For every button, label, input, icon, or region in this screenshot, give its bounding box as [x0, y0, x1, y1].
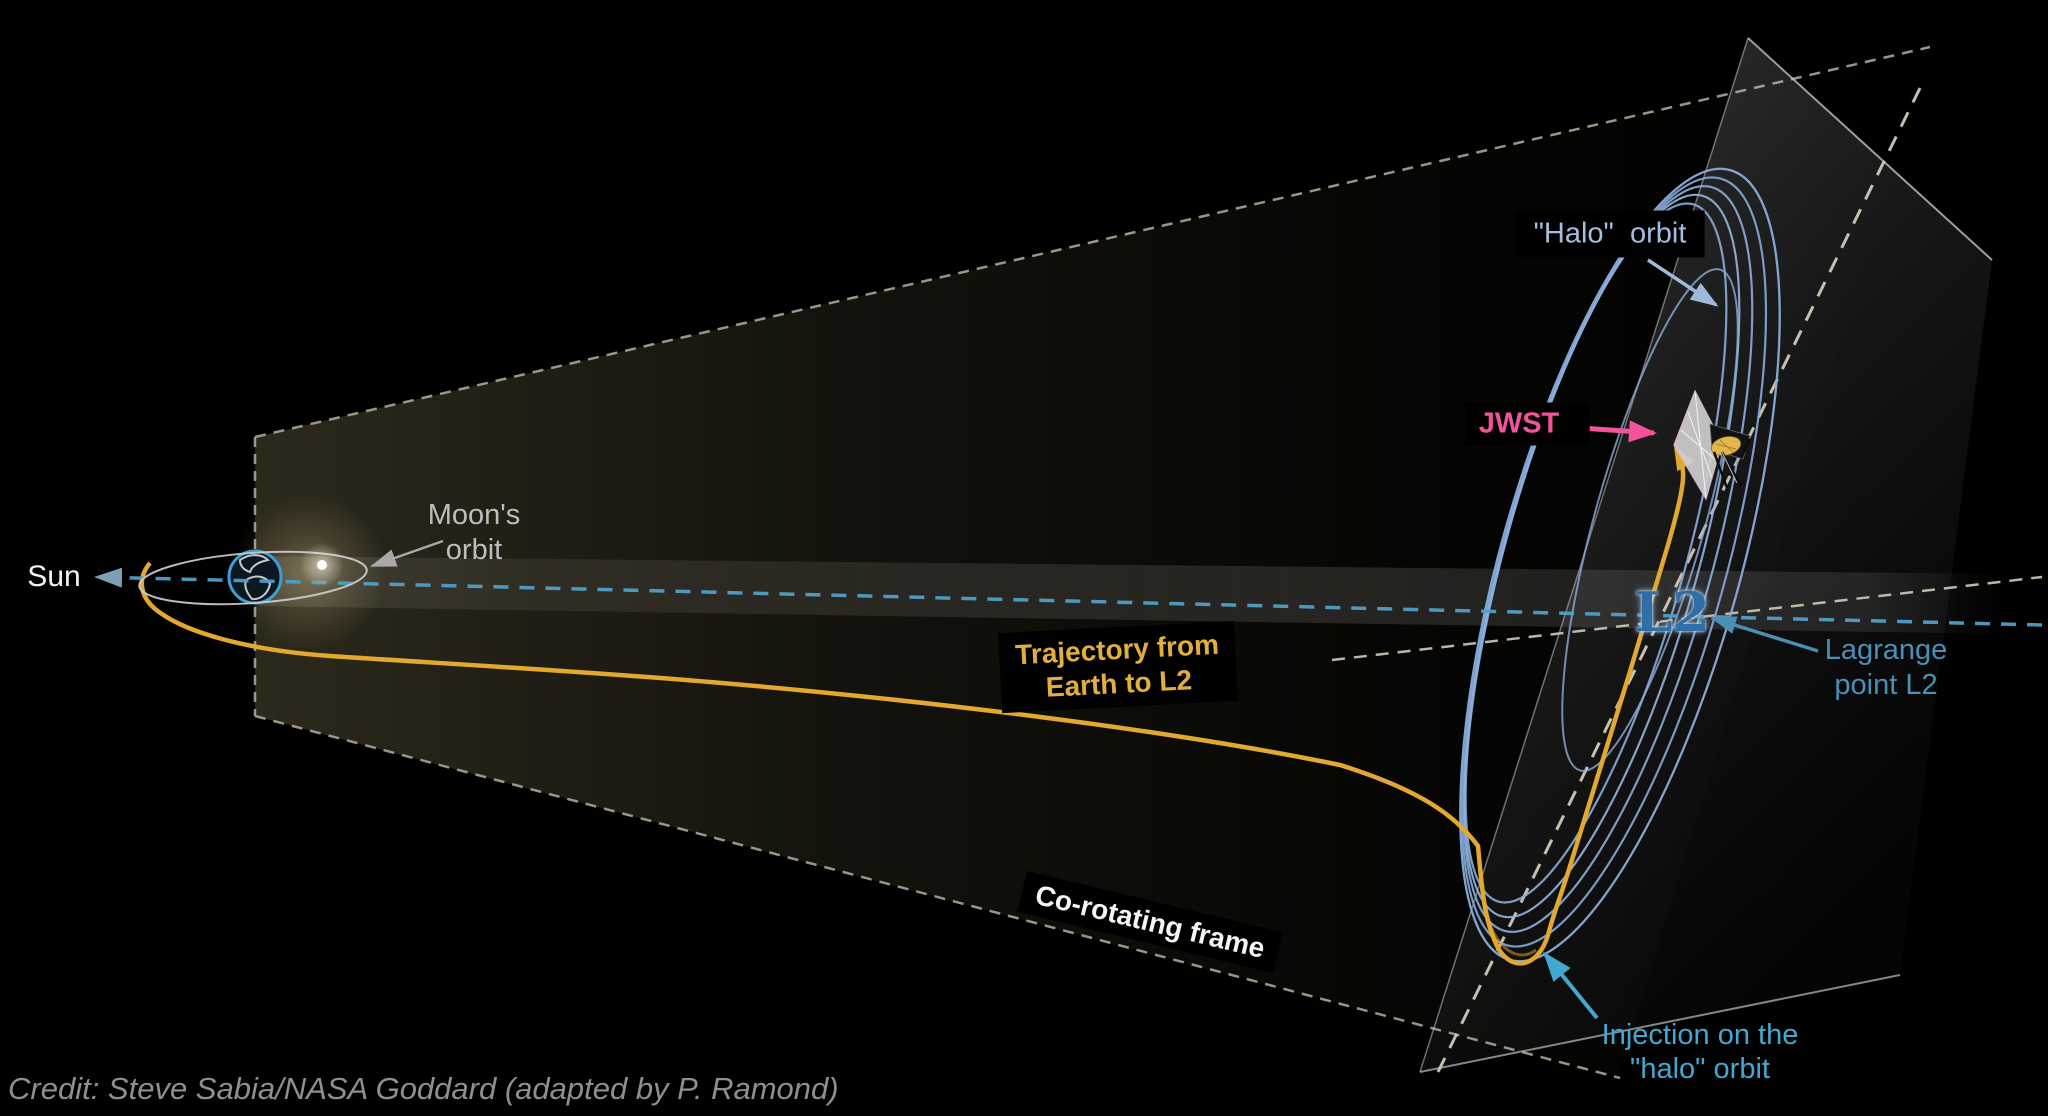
earth-globe-icon	[227, 549, 283, 605]
sun-label: Sun	[27, 560, 81, 593]
transfer-trajectory	[139, 445, 1695, 966]
l2-horizontal-dashed-line	[1331, 575, 2043, 662]
halo-orbit-rings	[1459, 167, 1781, 963]
moons-orbit-label: Moon's orbit	[427, 499, 521, 566]
lagrange-point-label: Lagrange point L2	[1824, 634, 1948, 701]
jwst-label: JWST	[1464, 402, 1590, 446]
jwst-spacecraft-icon	[1673, 389, 1752, 501]
halo-orbit-plane	[1419, 37, 1993, 1073]
trajectory-curve	[139, 445, 1695, 966]
halo-orbit-arrow	[1647, 258, 1719, 307]
moons-orbit-ellipse	[138, 550, 368, 606]
halo-plane-axis-dashed-line	[1436, 87, 1922, 1073]
injection-label: Injection on the "halo" orbit	[1601, 1019, 1799, 1085]
trajectory-label: Trajectory from Earth to L2	[998, 620, 1238, 714]
halo-orbit-label: "Halo" orbit	[1515, 210, 1705, 258]
injection-arrow	[1543, 951, 1599, 1020]
l2-point-label: L2	[1634, 580, 1710, 644]
lagrange-arrow	[1710, 616, 1819, 653]
credit-text: Credit: Steve Sabia/NASA Goddard (adapte…	[8, 1071, 839, 1106]
moons-orbit-arrow	[370, 539, 444, 568]
moon-dot-icon	[317, 560, 327, 570]
